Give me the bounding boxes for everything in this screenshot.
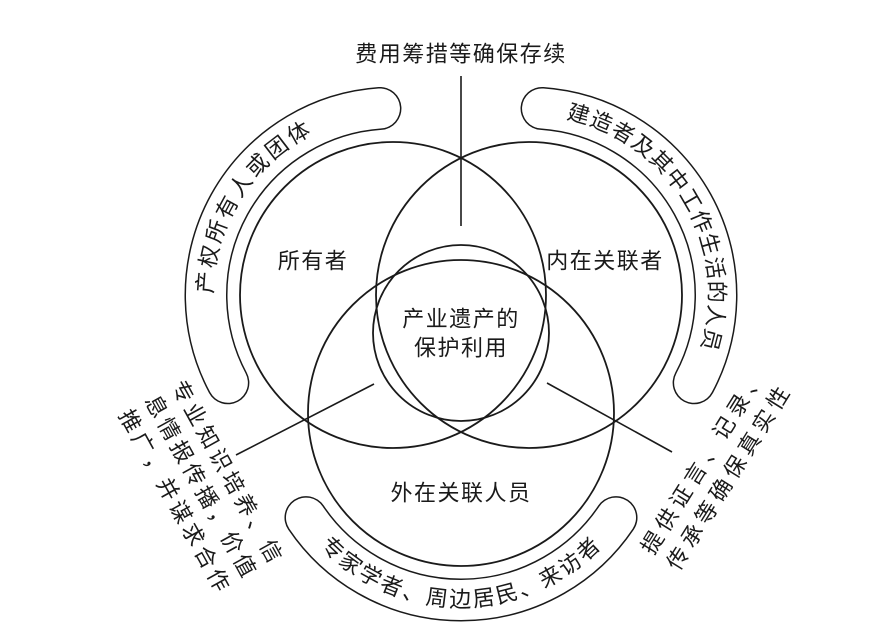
- external-band: 专家学者、周边居民、来访者: [284, 496, 638, 622]
- owner-circle: [239, 141, 547, 449]
- center-label-line-1: 产业遗产的: [402, 308, 520, 333]
- left-connector-line: [235, 383, 375, 456]
- center-label-line-2: 保护利用: [414, 337, 508, 362]
- owner-circle-label: 所有者: [278, 250, 349, 275]
- top-label: 费用筹措等确保存续: [355, 43, 567, 68]
- external-circle: [307, 259, 615, 567]
- right-note: 提供证言、记录、 传承等确保真实性: [637, 352, 804, 575]
- right-connector-line: [546, 382, 673, 453]
- external-band-fill: [285, 497, 637, 620]
- internal-circle-label: 内在关联者: [546, 250, 664, 275]
- owner-band-fill: [186, 88, 400, 403]
- internal-band: 建造者及其中工作生活的人员: [520, 86, 738, 405]
- left-note: 专业知识培养、信 息情报传播，价值 推广，并谋求合作: [113, 376, 294, 609]
- internal-circle: [375, 141, 683, 449]
- external-circle-label: 外在关联人员: [390, 482, 531, 507]
- center-circle: [372, 244, 550, 422]
- owner-band: 产权所有人或团体: [184, 86, 402, 405]
- internal-band-fill: [522, 88, 736, 403]
